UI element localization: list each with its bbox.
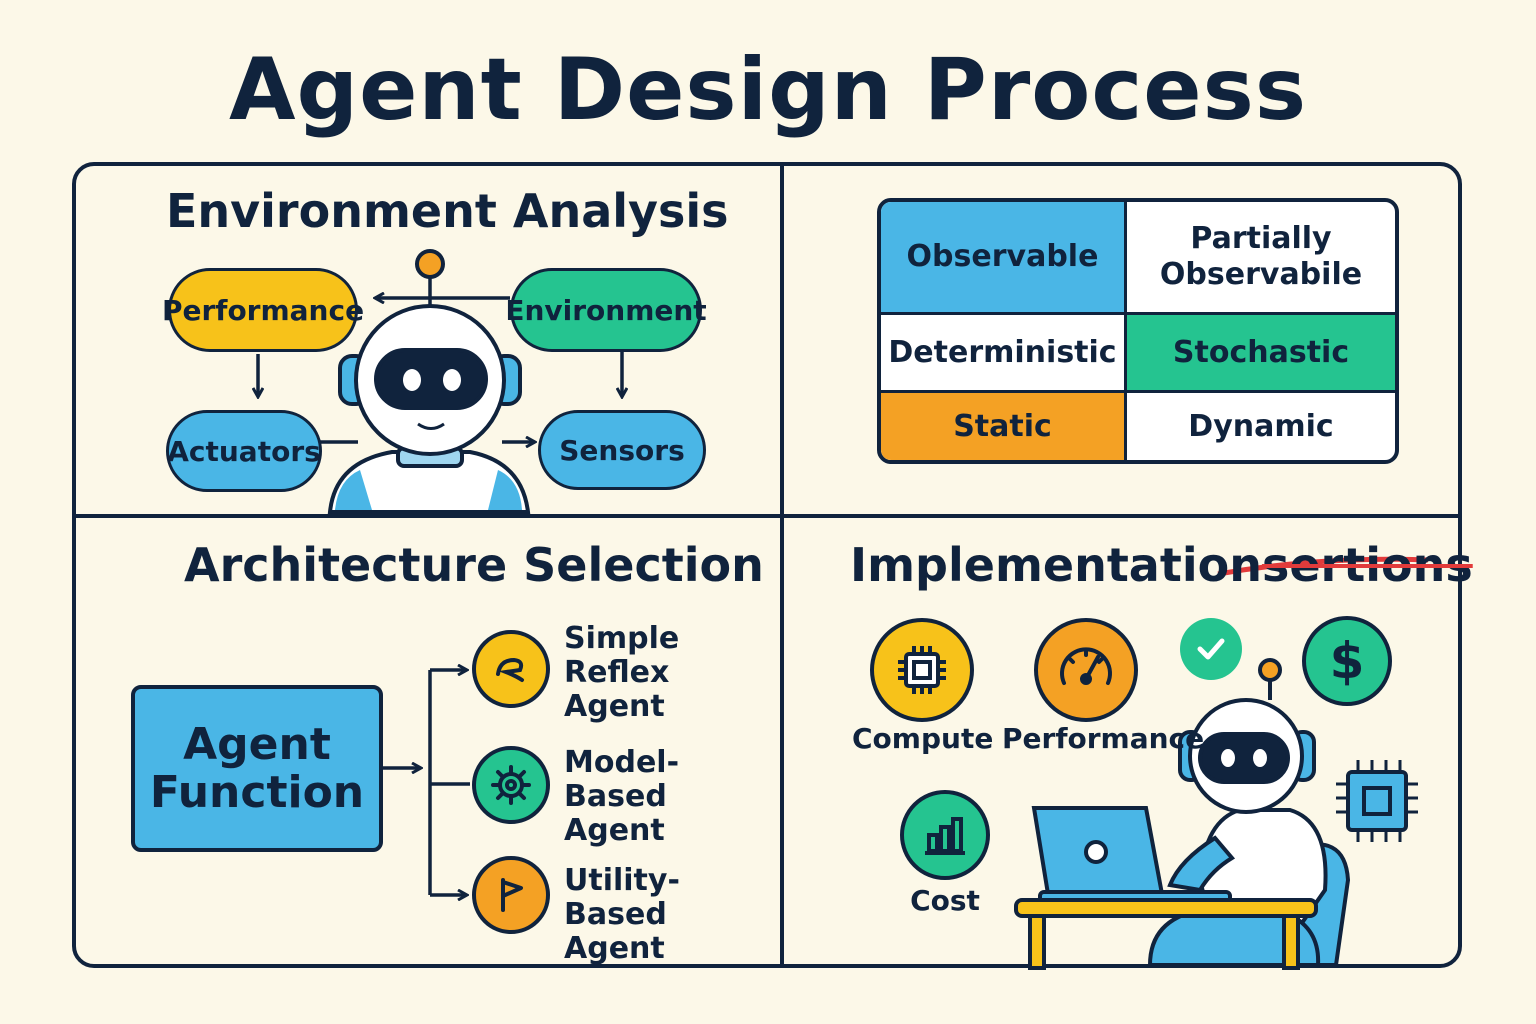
heading-environment-analysis: Environment Analysis (166, 184, 729, 238)
property-deterministic: Deterministic (881, 312, 1124, 390)
env-arrows (258, 278, 622, 442)
agent-model-based-label: Model- Based Agent (564, 745, 680, 848)
node-performance: Performance (162, 268, 364, 352)
consideration-compute: Compute (852, 722, 994, 755)
node-sensors: Sensors (538, 410, 706, 490)
agent-function-line-2: Function (149, 766, 365, 818)
heading-implementation: Implementationsertions (850, 538, 1473, 592)
node-environment: Environment (505, 268, 707, 352)
bar-chart-icon (900, 790, 990, 880)
consideration-cost: Cost (910, 884, 980, 917)
agent-function-line-1: Agent (183, 718, 331, 770)
environment-properties-table: Observable Partially Observabile Determi… (877, 198, 1399, 464)
property-static: Static (881, 390, 1124, 460)
struck-suffix: sertions (1261, 538, 1473, 592)
divider-horizontal (74, 514, 1460, 518)
property-stochastic: Stochastic (1124, 312, 1395, 390)
gauge-icon (1034, 618, 1138, 722)
node-actuators: Actuators (166, 410, 322, 492)
diagram-frame (72, 162, 1462, 968)
agent-simple-reflex-label: Simple Reflex Agent (564, 621, 680, 724)
consideration-performance: Performance (1002, 722, 1205, 755)
strike-mark (1217, 556, 1429, 577)
divider-vertical (780, 164, 784, 966)
robot-desk-illustration (1014, 658, 1418, 970)
property-observable: Observable (881, 202, 1124, 312)
robot-icon (327, 249, 531, 514)
dollar-icon: $ (1302, 616, 1392, 706)
agent-function-box: Agent Function (131, 685, 383, 852)
flag-icon (472, 856, 550, 934)
agent-utility-based-label: Utility- Based Agent (564, 863, 680, 966)
reflex-icon (472, 630, 550, 708)
check-icon (1180, 618, 1242, 680)
property-dynamic: Dynamic (1124, 390, 1395, 460)
architecture-arrows (383, 670, 470, 895)
gear-icon (472, 746, 550, 824)
page-title: Agent Design Process (228, 40, 1308, 140)
property-partially-observable: Partially Observabile (1124, 202, 1395, 312)
heading-architecture-selection: Architecture Selection (184, 538, 764, 592)
chip-icon (870, 618, 974, 722)
chip-icon (1336, 760, 1418, 842)
